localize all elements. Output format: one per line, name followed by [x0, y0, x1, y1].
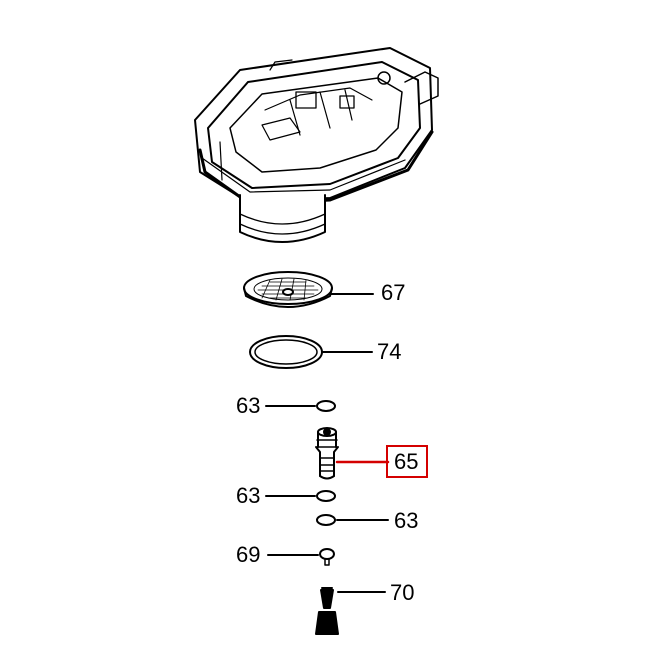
- part-63-oring-middle: [316, 490, 336, 502]
- callout-63-middle: 63: [236, 483, 261, 508]
- callout-63-upper: 63: [236, 393, 261, 418]
- part-69-valve: [319, 548, 335, 566]
- callout-63-lower: 63: [394, 508, 419, 533]
- housing-assembly: [194, 47, 439, 243]
- callout-70: 70: [390, 580, 415, 605]
- callout-74: 74: [377, 339, 402, 364]
- part-63-oring-upper: [316, 400, 336, 412]
- callout-67: 67: [381, 280, 406, 305]
- part-67-filter: [243, 271, 333, 308]
- part-63-oring-lower: [316, 514, 336, 526]
- callout-65: 65: [394, 449, 419, 474]
- callout-69: 69: [236, 542, 261, 567]
- part-65-nozzle: [315, 427, 339, 480]
- part-74-oring: [249, 335, 323, 369]
- callout-65-highlight-box: [386, 445, 428, 478]
- part-70-spring: [315, 587, 339, 635]
